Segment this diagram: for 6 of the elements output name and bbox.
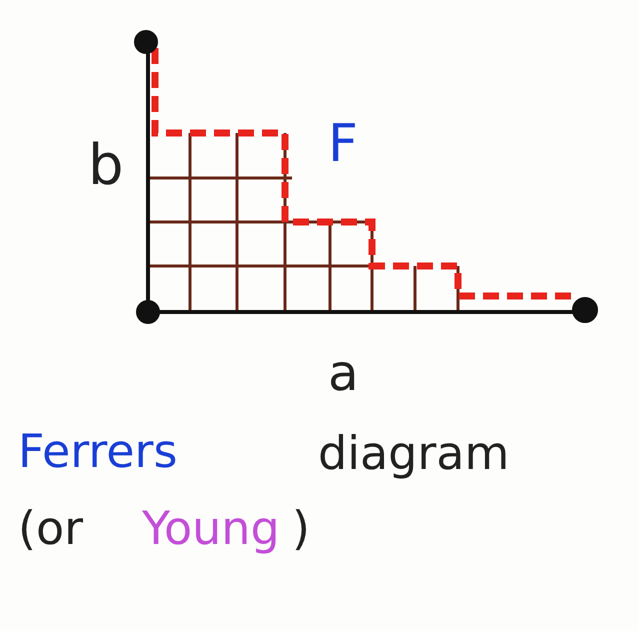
- caption-word: Ferrers: [18, 428, 178, 474]
- caption-word: (or: [18, 505, 84, 551]
- axis-label: a: [328, 348, 359, 398]
- region-label: F: [328, 118, 358, 170]
- axis-label: b: [88, 138, 124, 194]
- caption-word: ): [292, 505, 310, 551]
